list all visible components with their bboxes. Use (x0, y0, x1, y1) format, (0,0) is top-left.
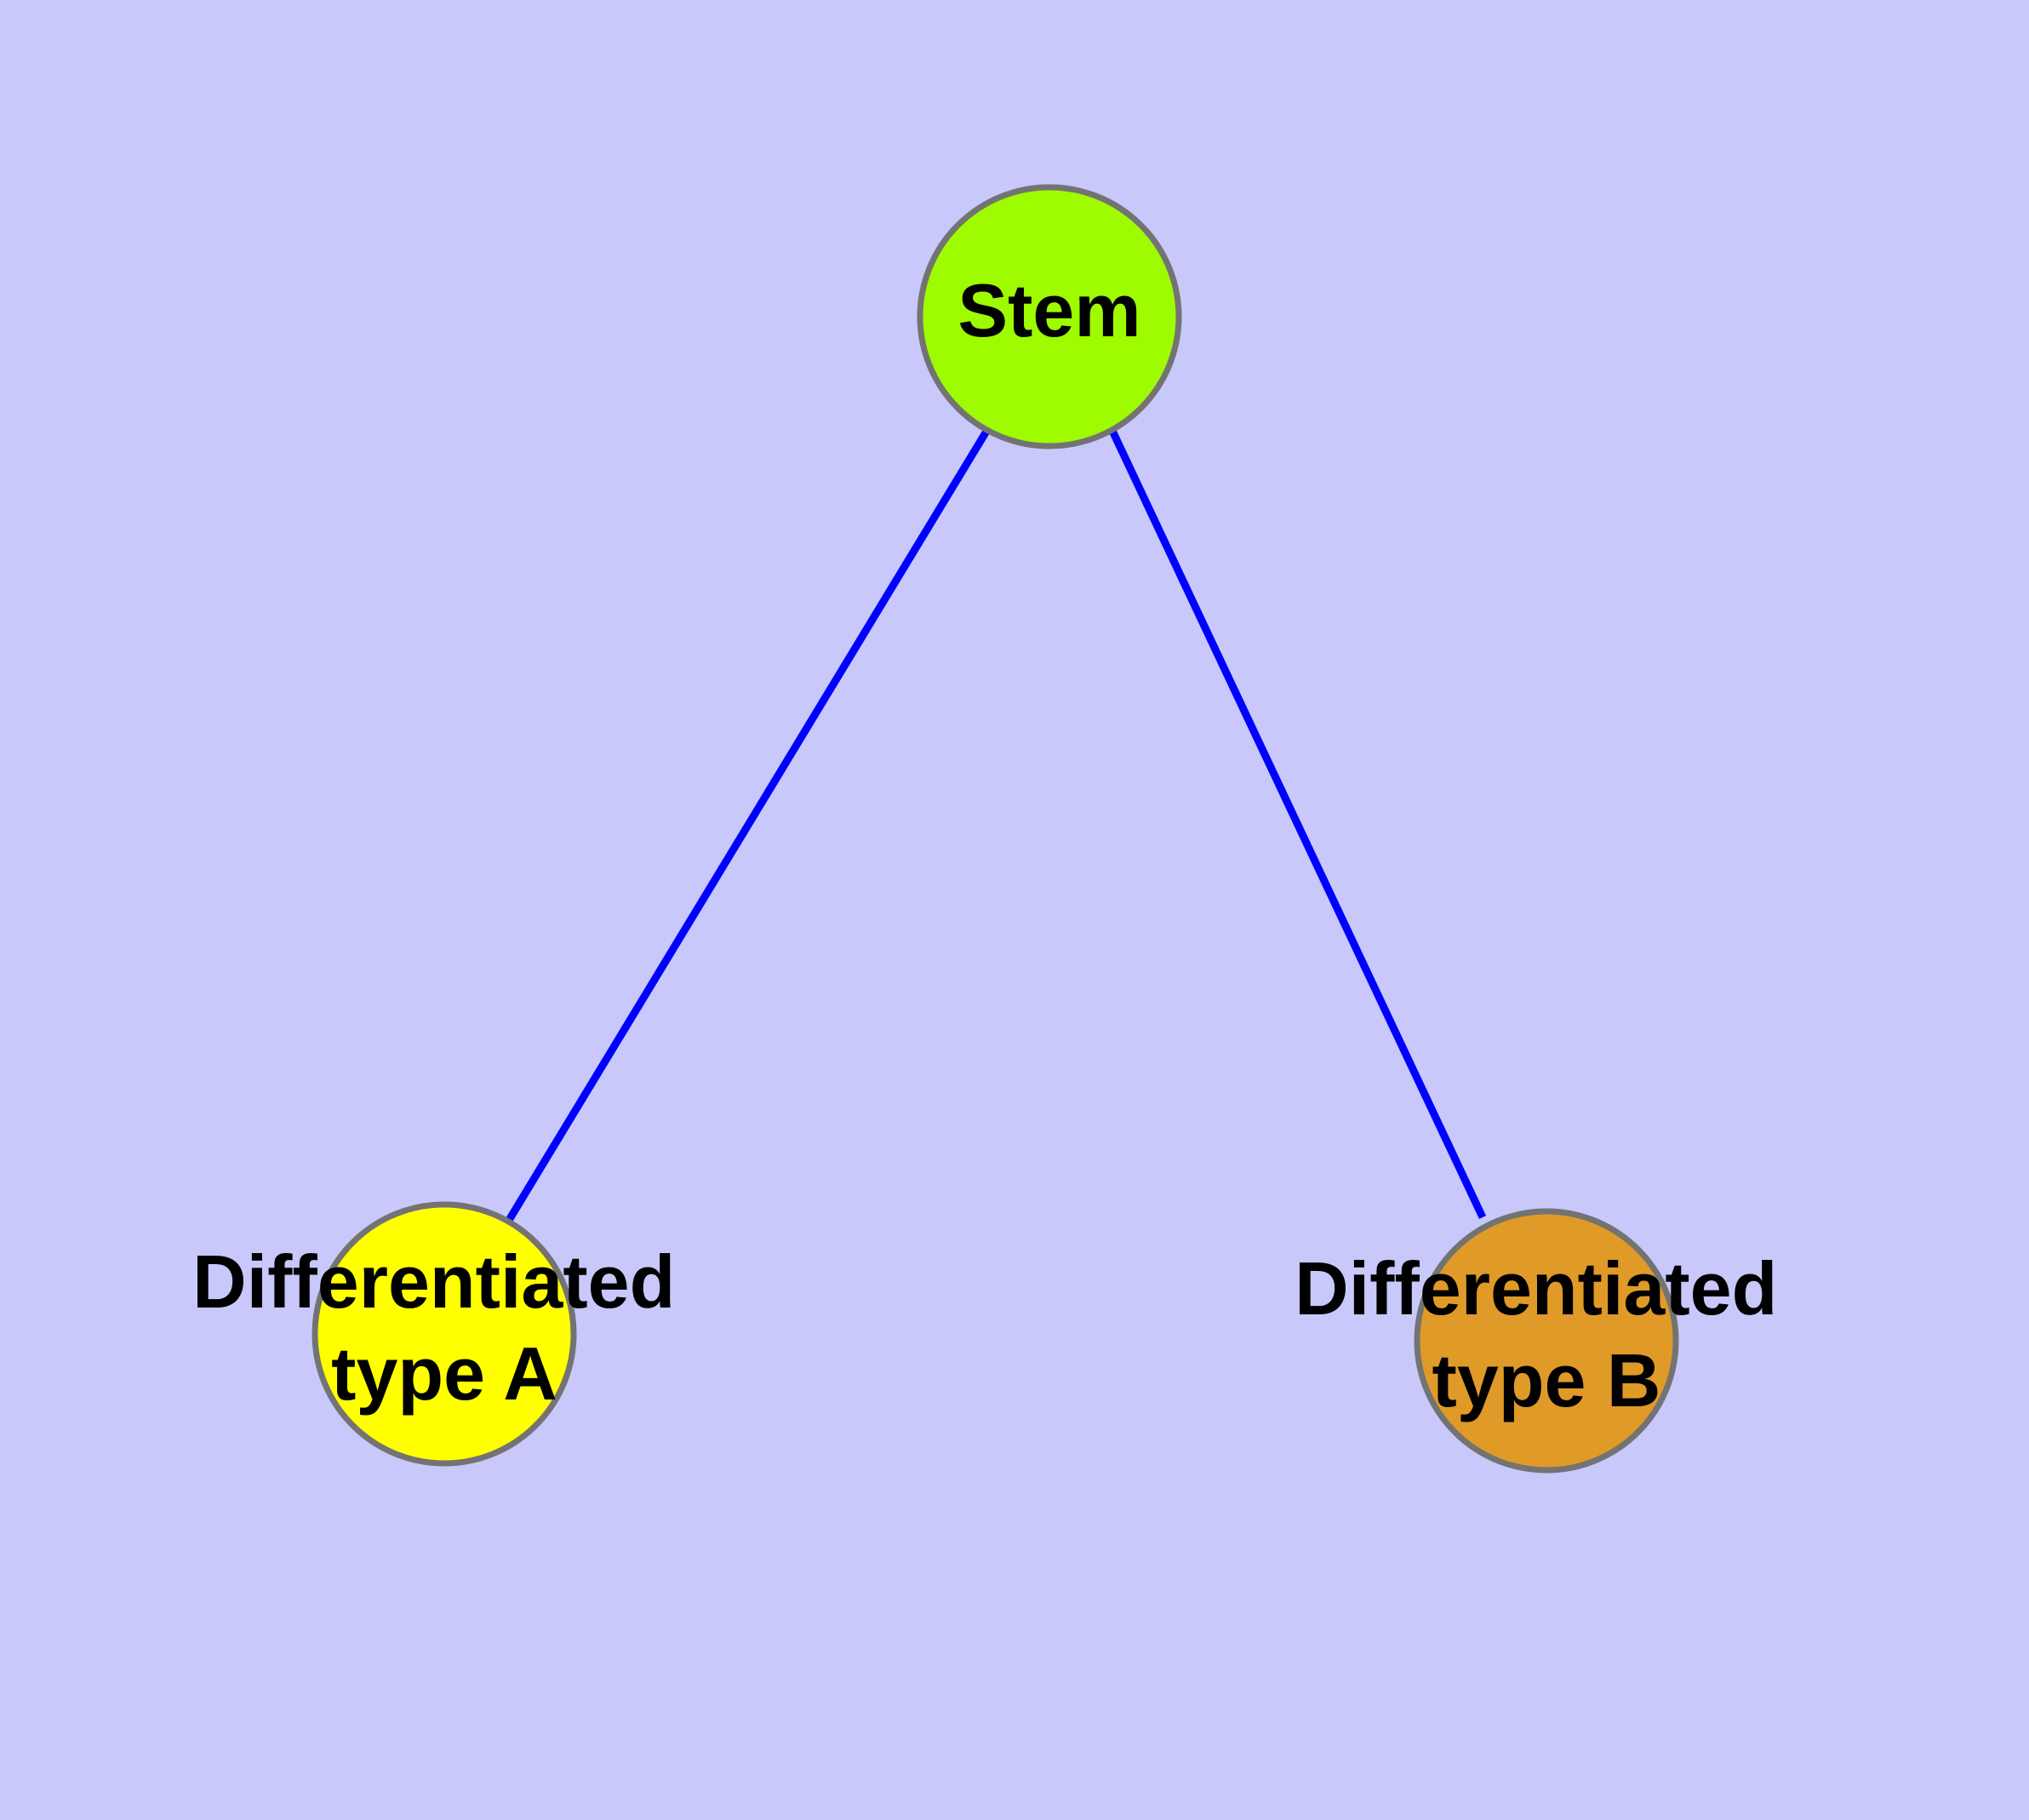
label-layer: Stem Differentiated type A Differentiate… (192, 268, 1798, 1422)
edge-stem-to-differentiated-type-b[interactable] (1108, 429, 1487, 1219)
node-layer (311, 184, 1679, 1474)
node-circle-differentiated-type-b[interactable] (1414, 1208, 1679, 1474)
node-differentiated-type-a[interactable] (311, 1201, 577, 1467)
node-label-differentiated-type-b-line-1: Differentiated (1295, 1246, 1777, 1331)
node-circle-stem[interactable] (917, 184, 1182, 449)
node-stem[interactable] (917, 184, 1182, 449)
node-label-differentiated-type-a-line-2: type A (331, 1331, 557, 1416)
edge-stem-to-differentiated-type-a[interactable] (505, 427, 991, 1224)
edge-layer (505, 427, 1487, 1224)
node-label-differentiated-type-a: Differentiated type A (192, 1239, 696, 1416)
node-label-differentiated-type-a-line-1: Differentiated (192, 1239, 675, 1324)
node-label-stem-line-1: Stem (957, 268, 1140, 352)
node-label-stem: Stem (957, 268, 1140, 352)
node-label-differentiated-type-b-line-2: type B (1432, 1338, 1661, 1422)
node-differentiated-type-b[interactable] (1414, 1208, 1679, 1474)
node-circle-differentiated-type-a[interactable] (311, 1201, 577, 1467)
node-label-differentiated-type-b: Differentiated type B (1295, 1246, 1798, 1422)
